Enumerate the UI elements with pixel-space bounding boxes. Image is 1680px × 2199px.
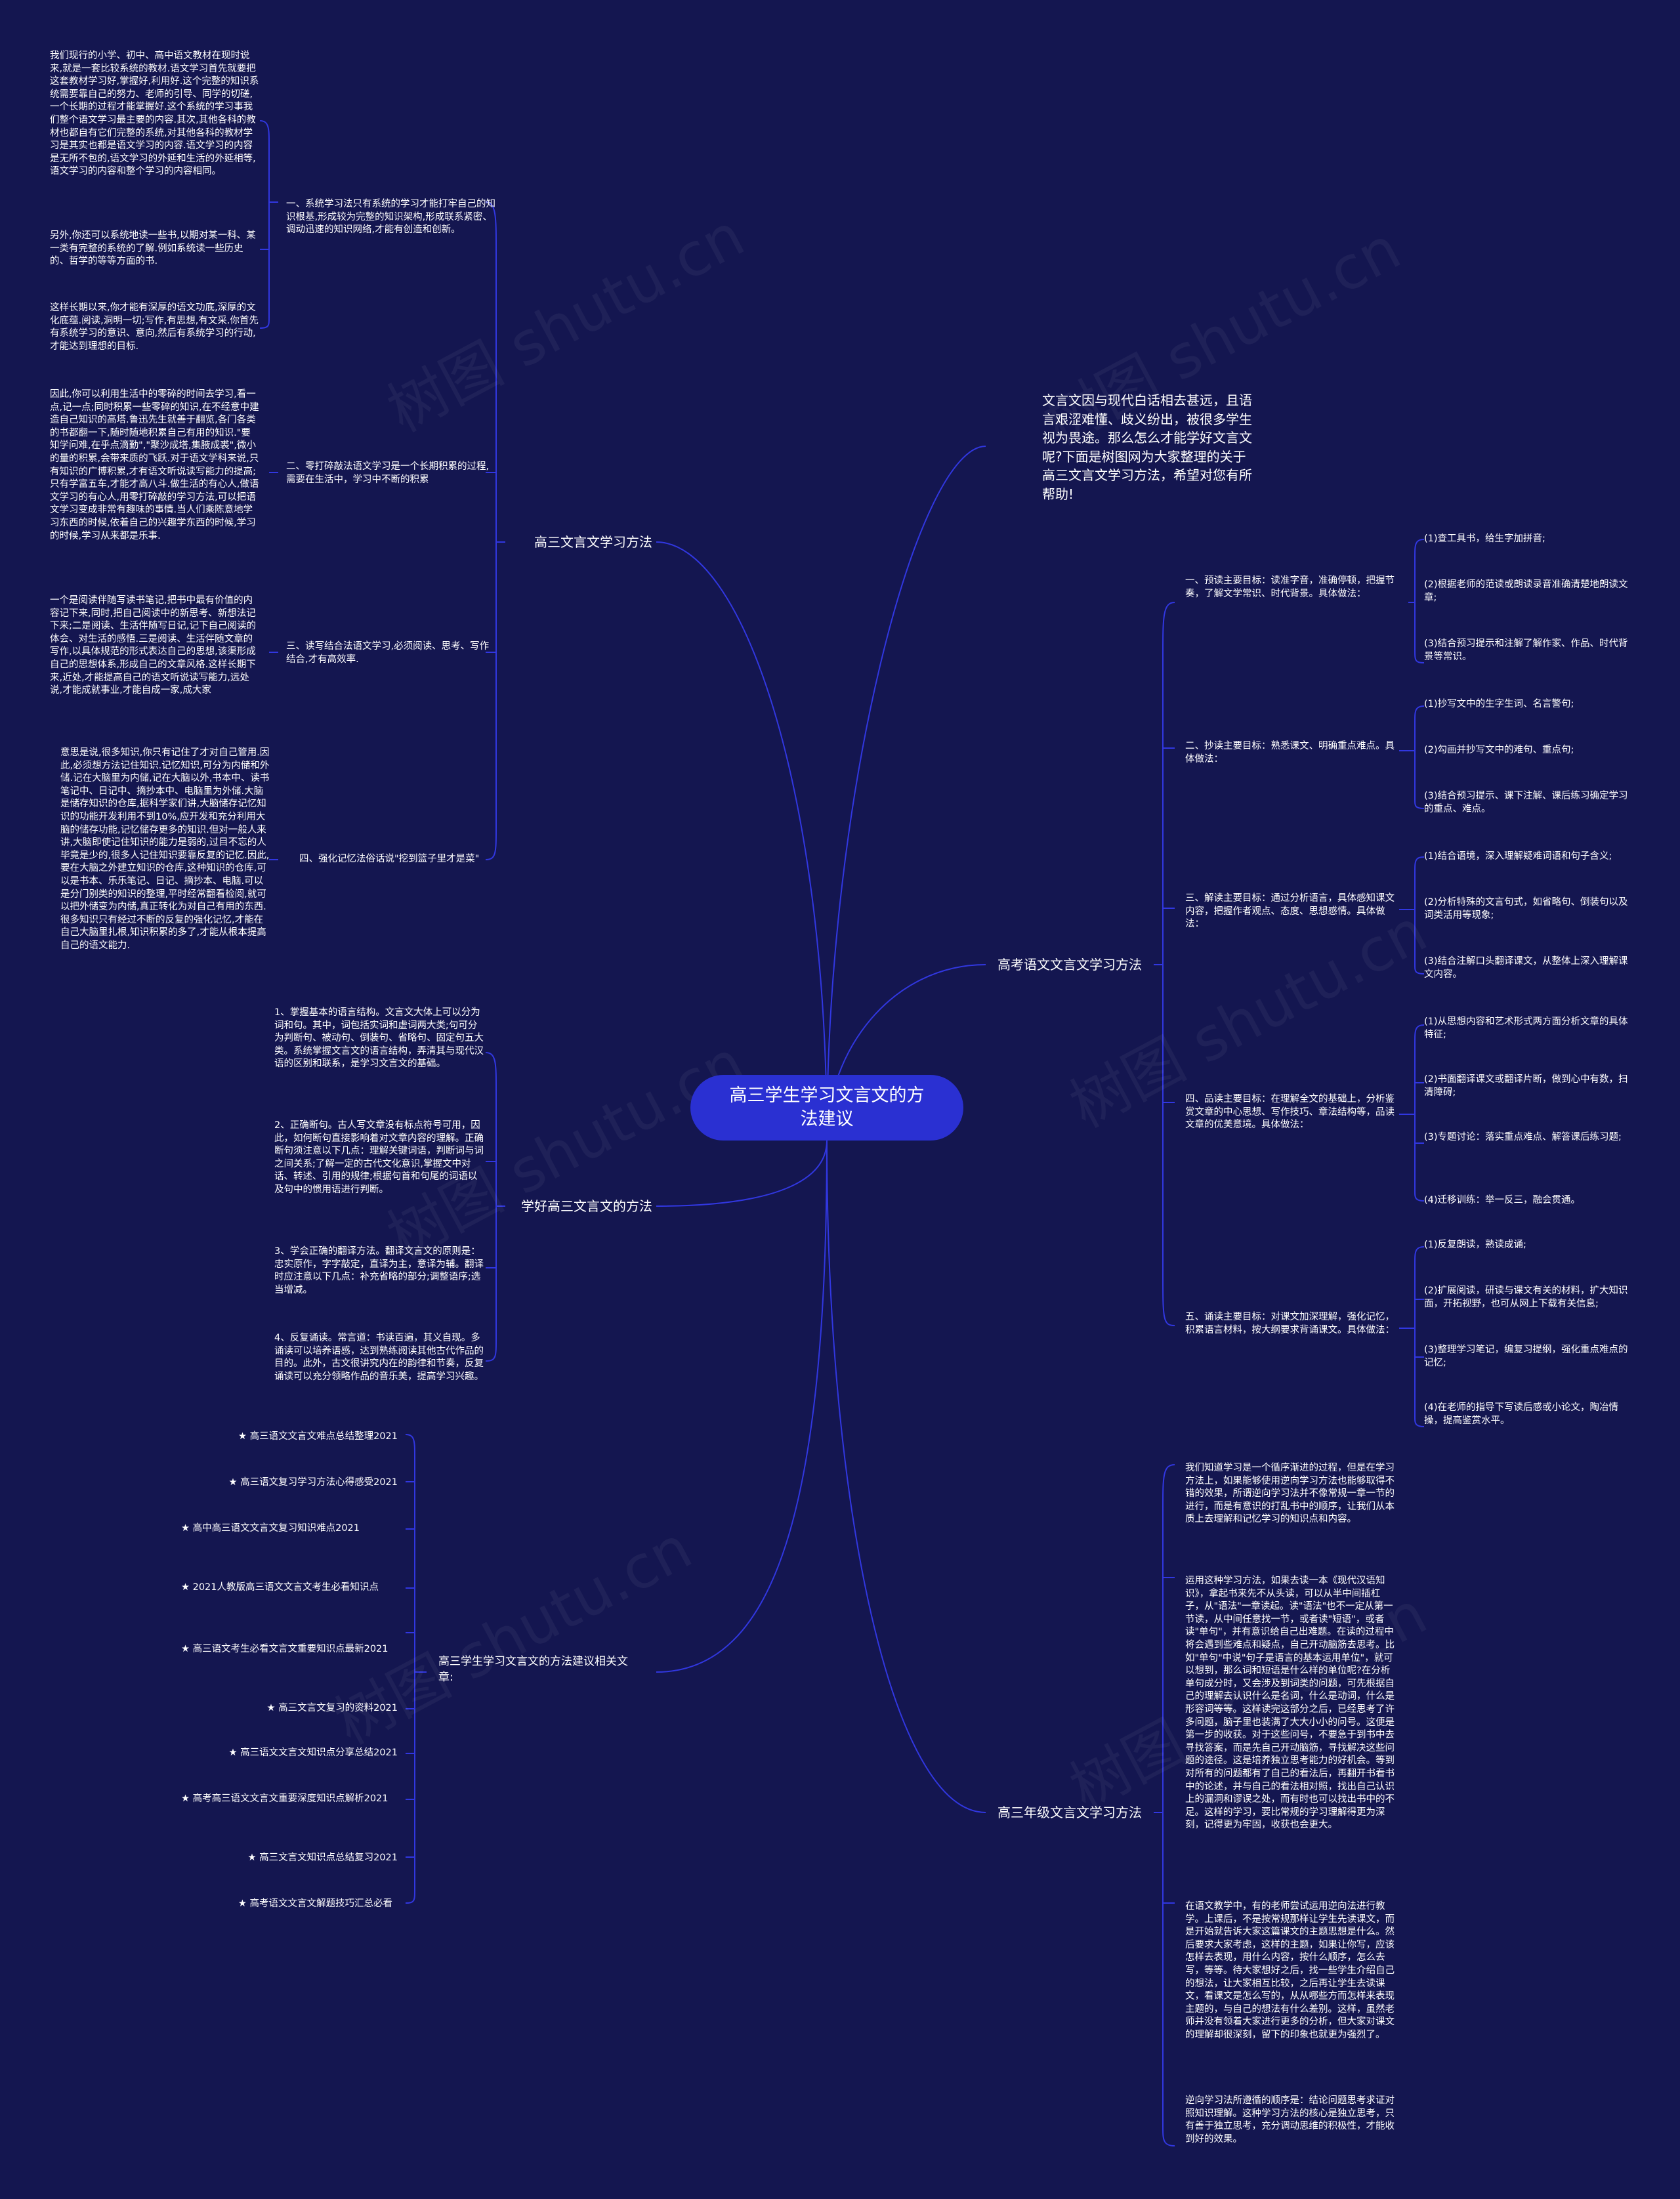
right-leaf: (2)扩展阅读，研读与课文有关的材料，扩大知识面，开拓视野，也可从网上下载有关信… xyxy=(1424,1286,1628,1309)
right-node-preview: 一、预读主要目标：读准字音，准确停顿，把握节奏，了解文学常识、时代背景。具体做法… xyxy=(1185,576,1395,599)
left-method-item: 4、反复诵读。常言道：书读百遍，其义自现。多诵读可以培养语感，达到熟练阅读其他古… xyxy=(274,1333,484,1382)
right-leaf: (2)分析特殊的文言句式，如省略句、倒装句以及词类活用等现象; xyxy=(1424,897,1628,921)
right-leaf: (3)结合预习提示、课下注解、课后练习确定学习的重点、难点。 xyxy=(1424,791,1628,814)
left-leaf: 我们现行的小学、初中、高中语文教材在现时说来,就是一套比较系统的教材.语文学习首… xyxy=(50,51,259,177)
related-article-link[interactable]: ★ 2021人教版高三语文文言文考生必看知识点 xyxy=(181,1582,379,1593)
right-leaf: (3)专题讨论：落实重点难点、解答课后练习题; xyxy=(1424,1132,1622,1142)
left-method-item: 3、学会正确的翻译方法。翻译文言文的原则是：忠实原作，字字敲定，直译为主，意译为… xyxy=(274,1246,484,1295)
right-leaf: (3)结合预习提示和注解了解作家、作品、时代背景等常识。 xyxy=(1424,639,1628,662)
related-article-link[interactable]: ★ 高考语文文言文解题技巧汇总必看 xyxy=(238,1898,392,1909)
related-article-link[interactable]: ★ 高三语文文言文难点总结整理2021 xyxy=(238,1431,398,1442)
right-leaf: (3)结合注解口头翻译课文，从整体上深入理解课文内容。 xyxy=(1424,956,1628,980)
left-node-fragment: 二、零打碎敲法语文学习是一个长期积累的过程,需要在生活中，学习中不断的积累 xyxy=(286,461,490,485)
related-article-link[interactable]: ★ 高三语文文言文知识点分享总结2021 xyxy=(228,1748,398,1758)
branch-senior-methods[interactable]: 高三年级文言文学习方法 xyxy=(998,1805,1142,1820)
right-leaf: (2)根据老师的范读或朗读录音准确清楚地朗读文章; xyxy=(1424,579,1628,603)
branch-gaokao-methods[interactable]: 高考语文文言文学习方法 xyxy=(998,957,1142,973)
related-article-link[interactable]: ★ 高中高三语文文言文复习知识难点2021 xyxy=(181,1523,360,1534)
branch-senior-study-methods[interactable]: 高三文言文学习方法 xyxy=(534,534,652,550)
left-leaf: 意思是说,很多知识,你只有记住了才对自己管用.因此,必须想方法记住知识.记忆知识… xyxy=(60,747,270,951)
right-paragraph: 运用这种学习方法，如果去读一本《现代汉语知识》，拿起书来先不从头读，可以从半中间… xyxy=(1185,1576,1395,1831)
related-article-link[interactable]: ★ 高三语文复习学习方法心得感受2021 xyxy=(228,1477,398,1488)
related-article-link[interactable]: ★ 高三文言文复习的资料2021 xyxy=(266,1703,398,1713)
right-leaf: (1)反复朗读，熟读成诵; xyxy=(1424,1240,1526,1250)
right-paragraph: 逆向学习法所遵循的顺序是：结论问题思考求证对照知识理解。这种学习方法的核心是独立… xyxy=(1185,2095,1395,2145)
left-leaf: 因此,你可以利用生活中的零碎的时间去学习,看一点,记一点;同时积累一些零碎的知识… xyxy=(50,389,259,541)
right-leaf: (1)查工具书，给生字加拼音; xyxy=(1424,534,1545,544)
left-node-memory: 四、强化记忆法俗话说"挖到篮子里才是菜" xyxy=(299,854,480,864)
left-leaf: 另外,你还可以系统地读一些书,以期对某一科、某一类有完整的系统的了解.例如系统读… xyxy=(50,230,256,267)
right-node-appreciate: 四、品读主要目标：在理解全文的基础上，分析鉴赏文章的中心思想、写作技巧、章法结构… xyxy=(1185,1094,1395,1131)
related-article-link[interactable]: ★ 高三文言文知识点总结复习2021 xyxy=(247,1853,398,1863)
root-topic[interactable]: 高三学生学习文言文的方法建议 xyxy=(690,1075,963,1141)
right-paragraph: 在语文教学中，有的老师尝试运用逆向法进行教学。上课后，不是按常规那样让学生先读课… xyxy=(1185,1901,1395,2040)
right-node-copy: 二、抄读主要目标：熟悉课文、明确重点难点。具体做法： xyxy=(1185,741,1395,764)
right-node-interpret: 三、解读主要目标：通过分析语言，具体感知课文内容，把握作者观点、态度、思想感情。… xyxy=(1185,893,1395,930)
left-leaf: 这样长期以来,你才能有深厚的语文功底,深厚的文化底蕴.阅读,洞明一切;写作,有思… xyxy=(50,303,259,352)
intro-text: 文言文因与现代白话相去甚远，且语言艰涩难懂、歧义纷出，被很多学生视为畏途。那么怎… xyxy=(1042,392,1252,502)
left-node-read-write: 三、读写结合法语文学习,必须阅读、思考、写作结合,才有高效率. xyxy=(286,641,490,665)
right-leaf: (3)整理学习笔记，编复习提纲，强化重点难点的记忆; xyxy=(1424,1345,1628,1368)
branch-learn-well[interactable]: 学好高三文言文的方法 xyxy=(521,1198,652,1214)
right-leaf: (4)迁移训练：举一反三，融会贯通。 xyxy=(1424,1195,1581,1205)
left-method-item: 1、掌握基本的语言结构。文言文大体上可以分为词和句。其中，词包括实词和虚词两大类… xyxy=(274,1007,484,1070)
right-leaf: (2)勾画并抄写文中的难句、重点句; xyxy=(1424,745,1574,755)
right-leaf: (2)书面翻译课文或翻译片断，做到心中有数，扫清障碍; xyxy=(1424,1074,1628,1098)
right-leaf: (4)在老师的指导下写读后感或小论文，陶冶情操，提高鉴赏水平。 xyxy=(1424,1402,1619,1426)
related-article-link[interactable]: ★ 高三语文考生必看文言文重要知识点最新2021 xyxy=(181,1644,388,1654)
related-article-link[interactable]: ★ 高考高三语文文言文重要深度知识点解析2021 xyxy=(181,1793,388,1804)
left-node-system: 一、系统学习法只有系统的学习才能打牢自己的知识根基,形成较为完整的知识架构,形成… xyxy=(286,199,495,236)
right-leaf: (1)结合语境，深入理解疑难词语和句子含义; xyxy=(1424,851,1612,862)
right-leaf: (1)抄写文中的生字生词、名言警句; xyxy=(1424,699,1574,709)
left-leaf: 一个是阅读伴随写读书笔记,把书中最有价值的内容记下来,同时,把自己阅读中的新思考… xyxy=(50,595,256,696)
branch-related-articles[interactable]: 高三学生学习文言文的方法建议相关文章: xyxy=(438,1655,628,1684)
left-method-item: 2、正确断句。古人写文章没有标点符号可用，因此，如何断句直接影响着对文章内容的理… xyxy=(274,1120,484,1195)
right-leaf: (1)从思想内容和艺术形式两方面分析文章的具体特征; xyxy=(1424,1016,1628,1040)
right-node-recite: 五、诵读主要目标：对课文加深理解，强化记忆，积累语言材料，按大纲要求背诵课文。具… xyxy=(1185,1312,1395,1335)
right-paragraph: 我们知道学习是一个循序渐进的过程，但是在学习方法上，如果能够使用逆向学习方法也能… xyxy=(1185,1463,1395,1525)
